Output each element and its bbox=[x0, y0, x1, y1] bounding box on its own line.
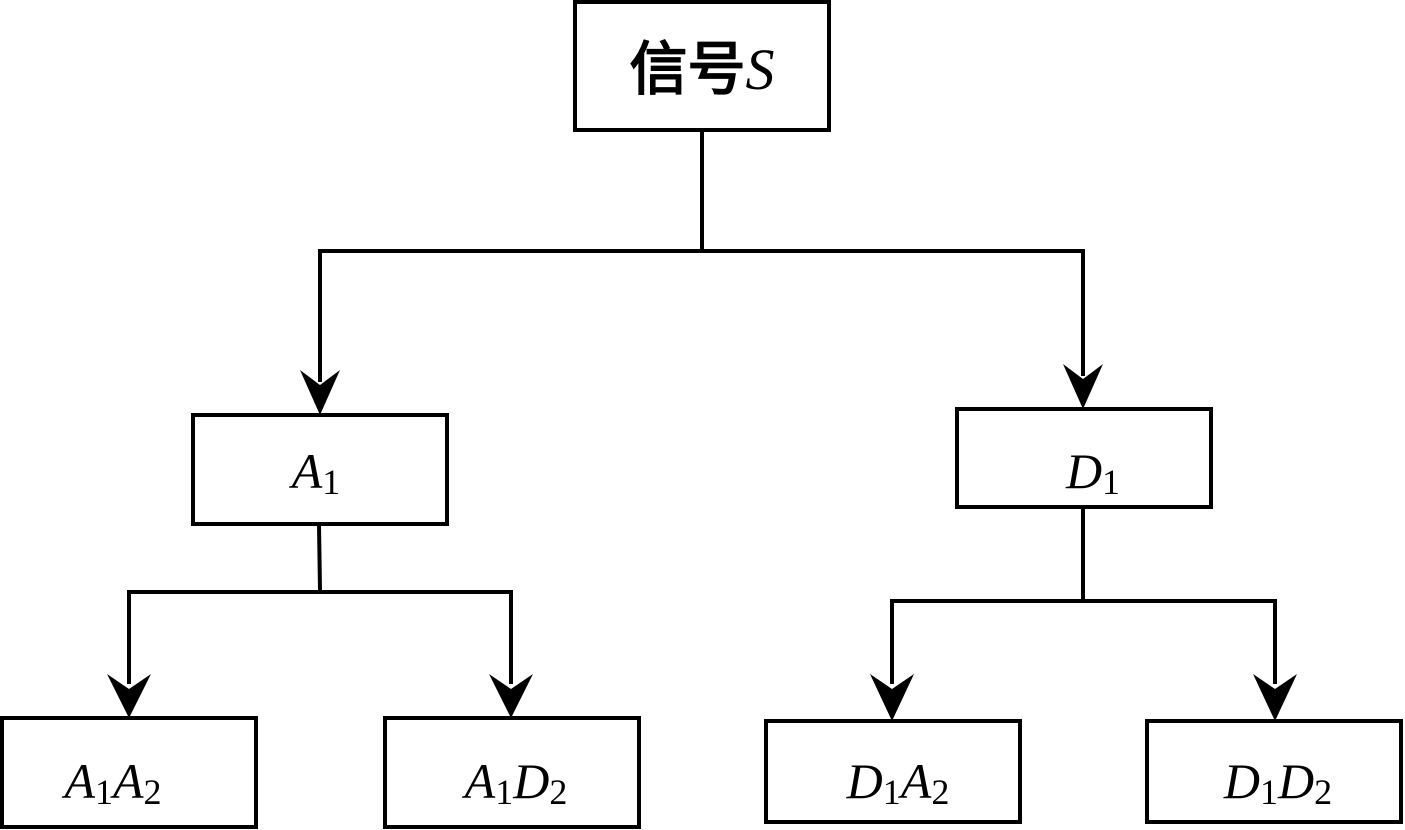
node-a1d2: A1D2 bbox=[383, 716, 641, 829]
arrowhead-a1 bbox=[300, 370, 340, 415]
node-d1-var: D bbox=[1065, 443, 1102, 499]
root-var-text: S bbox=[746, 37, 775, 102]
node-d1a2-sub1: 1 bbox=[883, 772, 901, 812]
node-root-label: 信号S bbox=[629, 35, 774, 103]
node-d1a2-var1: D bbox=[846, 753, 883, 809]
node-root-box bbox=[573, 0, 831, 132]
arrowhead-d1 bbox=[1063, 364, 1103, 409]
node-a1-label: A1 bbox=[289, 443, 341, 502]
arrowhead-d1d2 bbox=[1253, 674, 1297, 721]
node-d1a2-sub2: 2 bbox=[931, 772, 949, 812]
node-a1d2-label: A1D2 bbox=[462, 753, 568, 812]
arrowhead-d1a2 bbox=[870, 674, 914, 721]
node-d1d2-box bbox=[1145, 719, 1403, 824]
node-a1a2-sub1: 1 bbox=[95, 772, 113, 812]
node-a1a2: A1A2 bbox=[0, 716, 258, 829]
root-prefix-text: 信号 bbox=[629, 35, 745, 103]
node-root-signal: 信号S bbox=[573, 0, 831, 132]
node-a1a2-var2: A bbox=[110, 753, 144, 809]
node-a1d2-var1: A bbox=[462, 753, 496, 809]
node-d1d2-sub1: 1 bbox=[1260, 772, 1278, 812]
node-a1a2-label: A1A2 bbox=[61, 753, 161, 812]
node-a1d2-var2: D bbox=[512, 753, 549, 809]
node-a1: A1 bbox=[191, 413, 449, 526]
node-d1a2-var2: A bbox=[898, 753, 932, 809]
node-d1a2: D1A2 bbox=[764, 719, 1022, 824]
node-a1a2-sub2: 2 bbox=[144, 772, 162, 812]
node-d1-sub: 1 bbox=[1102, 462, 1120, 502]
node-a1d2-box bbox=[383, 716, 641, 829]
node-a1a2-var1: A bbox=[61, 753, 95, 809]
node-d1-label: D1 bbox=[1065, 443, 1120, 502]
node-a1-sub: 1 bbox=[322, 462, 340, 502]
arrowheads bbox=[107, 364, 1297, 721]
node-d1d2-label: D1D2 bbox=[1223, 753, 1332, 812]
arrowhead-a1a2 bbox=[107, 674, 151, 718]
node-d1d2-sub2: 2 bbox=[1314, 772, 1332, 812]
connectors bbox=[127, 129, 1277, 684]
node-d1d2-var1: D bbox=[1223, 753, 1260, 809]
node-d1d2-var2: D bbox=[1277, 753, 1314, 809]
node-d1: D1 bbox=[955, 407, 1213, 509]
node-a1a2-box bbox=[0, 716, 258, 829]
node-a1d2-sub2: 2 bbox=[549, 772, 567, 812]
node-a1-box bbox=[191, 413, 449, 526]
node-d1d2: D1D2 bbox=[1145, 719, 1403, 824]
node-d1a2-box bbox=[764, 719, 1022, 824]
a1-stem-line bbox=[316, 522, 323, 593]
arrowhead-a1d2 bbox=[489, 674, 533, 718]
node-a1d2-sub1: 1 bbox=[495, 772, 513, 812]
node-a1-var: A bbox=[289, 443, 323, 499]
node-d1-box bbox=[955, 407, 1213, 509]
node-d1a2-label: D1A2 bbox=[846, 753, 950, 812]
